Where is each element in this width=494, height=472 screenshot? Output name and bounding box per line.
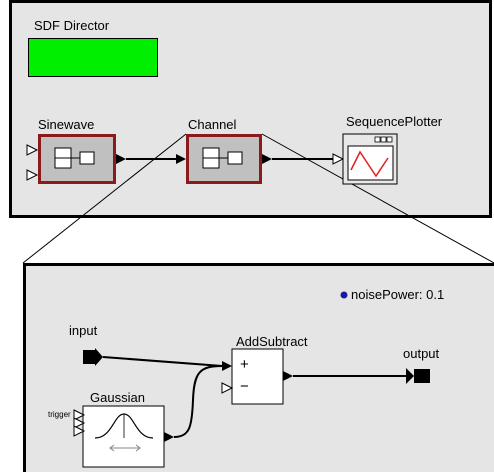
output-port[interactable] — [406, 368, 430, 384]
sinewave-output-port[interactable] — [116, 154, 126, 164]
input-port[interactable] — [83, 348, 103, 366]
wire-input-add[interactable] — [102, 356, 223, 367]
add-minus-sign: − — [240, 378, 249, 395]
sinewave-label: Sinewave — [38, 117, 95, 132]
wire-gaussian-add[interactable] — [173, 365, 223, 438]
sinewave-input-ports[interactable] — [26, 144, 39, 181]
input-port-label: input — [69, 323, 98, 338]
add-subtract-actor[interactable] — [231, 348, 284, 405]
sequence-plotter-label: SequencePlotter — [346, 114, 443, 129]
add-plus-sign: + — [240, 356, 249, 373]
channel-output-port[interactable] — [262, 154, 272, 164]
sequence-plotter-actor[interactable] — [342, 133, 398, 185]
add-output-port[interactable] — [283, 371, 293, 381]
add-subtract-label: AddSubtract — [236, 334, 308, 349]
channel-label: Channel — [188, 117, 237, 132]
parameter-dot — [340, 291, 348, 299]
double-arrow-icon — [109, 444, 141, 452]
sinewave-actor[interactable] — [38, 134, 116, 184]
gaussian-output-port[interactable] — [164, 432, 174, 442]
add-minus-port[interactable] — [221, 382, 234, 394]
gaussian-label: Gaussian — [90, 390, 145, 405]
plotter-input-port[interactable] — [332, 153, 345, 165]
gaussian-actor[interactable] — [82, 405, 165, 468]
channel-input-port[interactable] — [176, 154, 186, 164]
sdf-director-label: SDF Director — [34, 18, 110, 33]
add-plus-port[interactable] — [222, 361, 232, 371]
gaussian-trigger-ports[interactable] — [73, 409, 86, 437]
noise-power-parameter[interactable]: noisePower: 0.1 — [351, 287, 445, 302]
output-port-label: output — [403, 346, 440, 361]
channel-actor[interactable] — [186, 134, 262, 184]
trigger-label: trigger — [48, 410, 71, 419]
sdf-director[interactable] — [28, 38, 158, 77]
